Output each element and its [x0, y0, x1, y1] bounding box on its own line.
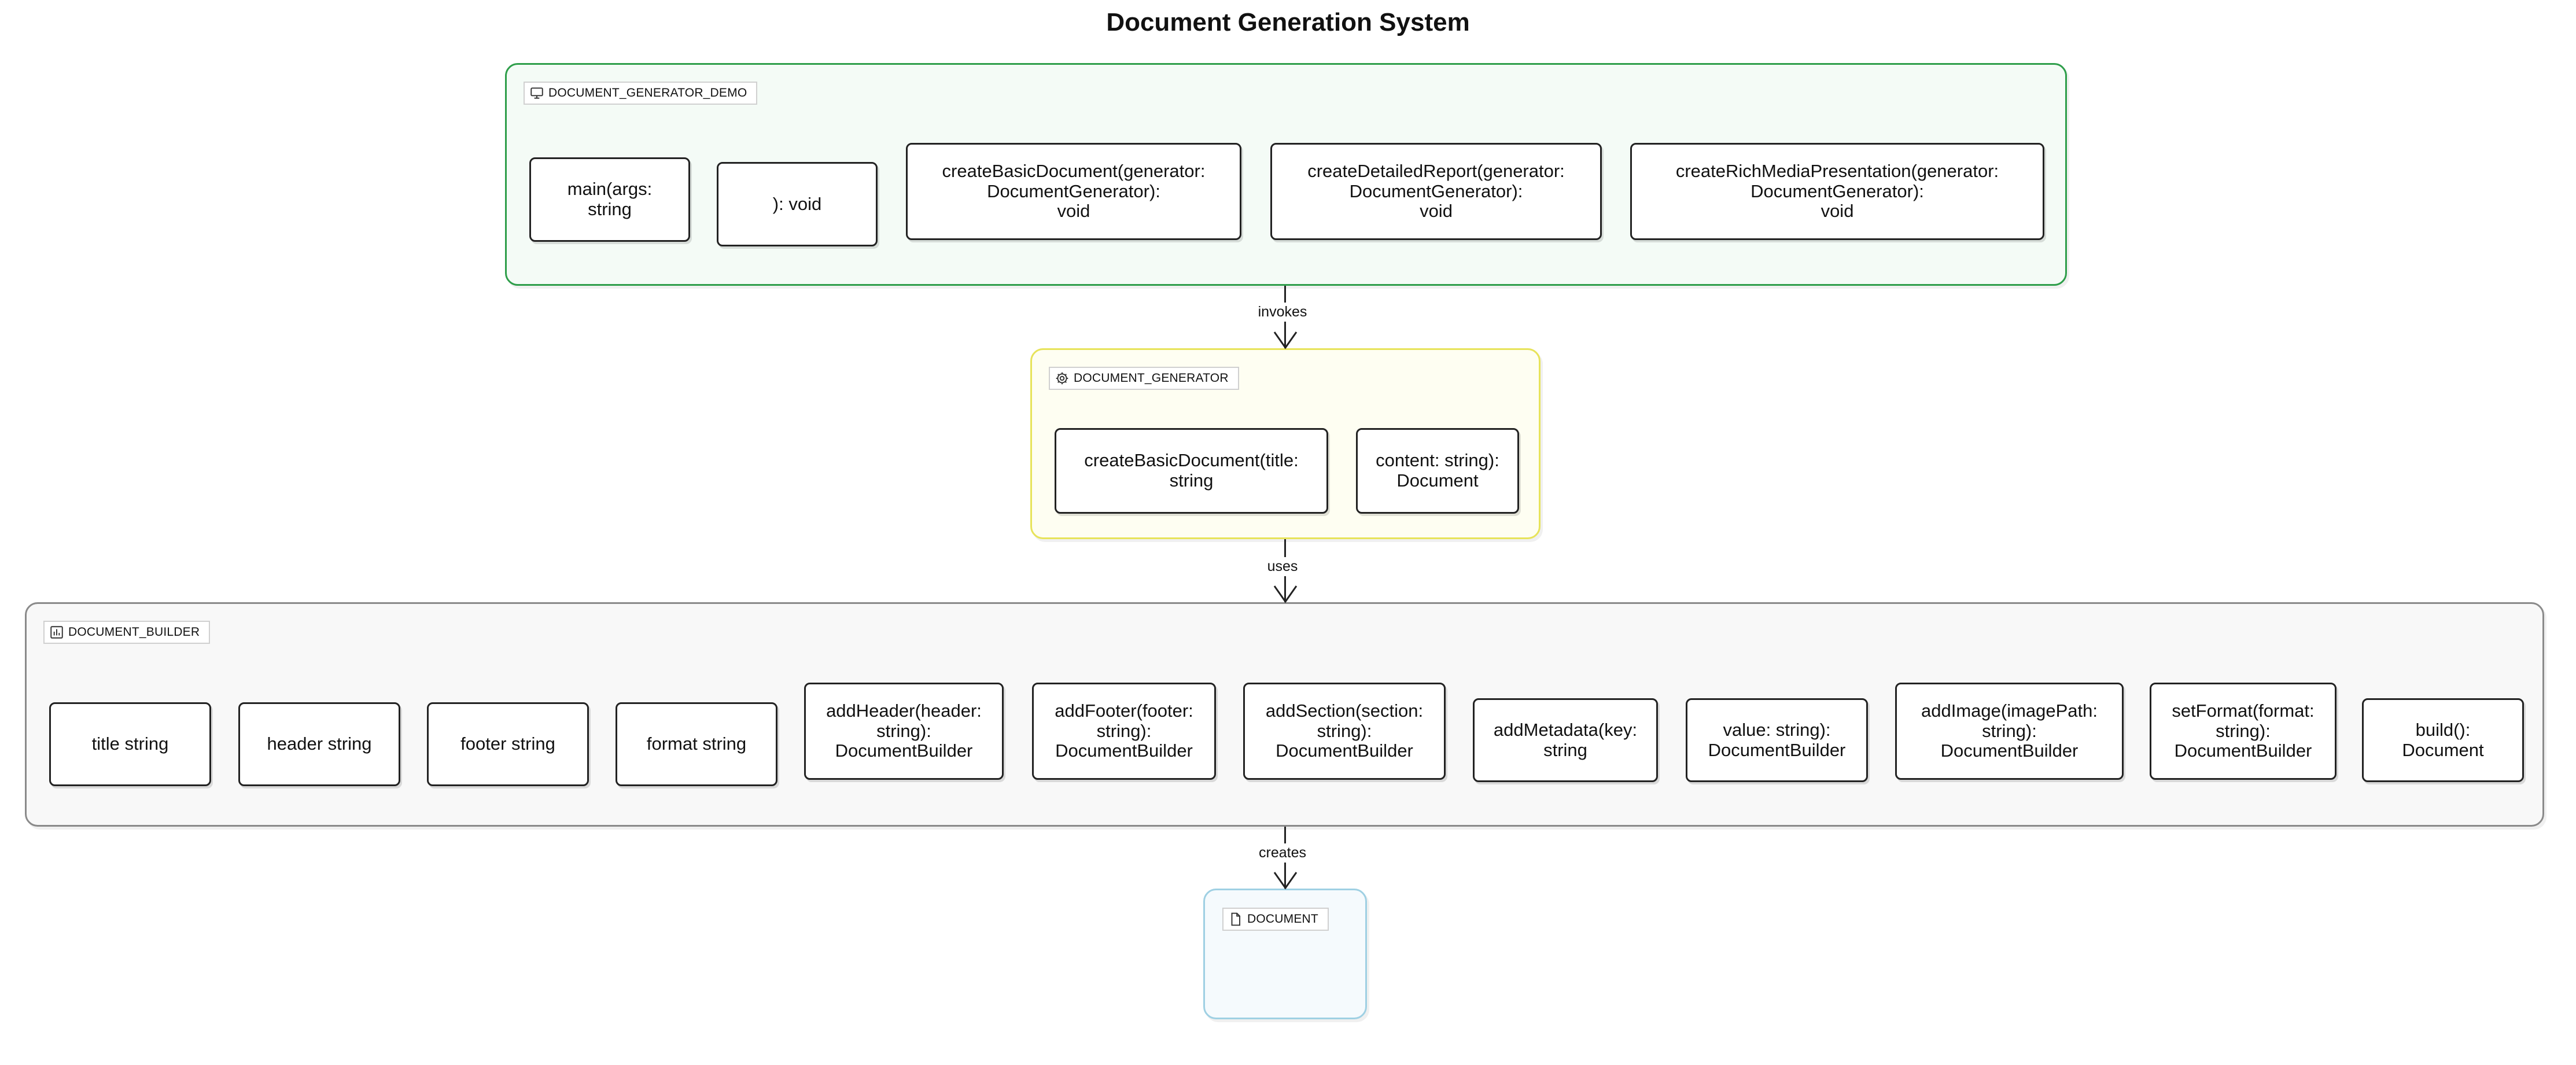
node-title-string[interactable]: title string — [49, 702, 211, 786]
node-create-detailed-report[interactable]: createDetailedReport(generator: Document… — [1270, 143, 1602, 240]
node-format-string[interactable]: format string — [616, 702, 777, 786]
file-icon — [1228, 912, 1243, 927]
group-document-generator-demo: DOCUMENT_GENERATOR_DEMO main(args: strin… — [505, 63, 2067, 286]
node-header-string[interactable]: header string — [238, 702, 400, 786]
node-add-header[interactable]: addHeader(header: string): DocumentBuild… — [804, 683, 1004, 780]
group-label-document: DOCUMENT — [1222, 908, 1329, 931]
node-value-string[interactable]: value: string): DocumentBuilder — [1686, 698, 1868, 782]
gear-icon — [1055, 371, 1070, 386]
node-set-format[interactable]: setFormat(format: string): DocumentBuild… — [2150, 683, 2337, 780]
group-document-builder: DOCUMENT_BUILDER title string header str… — [25, 602, 2544, 827]
edge-invokes-arrowhead — [1273, 331, 1298, 349]
edge-label-invokes: invokes — [1254, 303, 1311, 322]
node-add-footer[interactable]: addFooter(footer: string): DocumentBuild… — [1032, 683, 1216, 780]
chart-icon — [49, 625, 64, 640]
group-label-text: DOCUMENT_BUILDER — [68, 625, 200, 639]
monitor-icon — [529, 86, 544, 101]
node-footer-string[interactable]: footer string — [427, 702, 589, 786]
node-create-basic-document[interactable]: createBasicDocument(generator: DocumentG… — [906, 143, 1241, 240]
node-main-args[interactable]: main(args: string — [529, 157, 690, 242]
node-build[interactable]: build(): Document — [2362, 698, 2524, 782]
group-label-text: DOCUMENT_GENERATOR_DEMO — [548, 86, 747, 100]
group-label-document-generator: DOCUMENT_GENERATOR — [1049, 367, 1239, 390]
edge-label-creates: creates — [1255, 843, 1310, 863]
node-add-section[interactable]: addSection(section: string): DocumentBui… — [1243, 683, 1446, 780]
diagram-title: Document Generation System — [1106, 8, 1470, 36]
edge-label-uses: uses — [1263, 557, 1302, 576]
group-label-document-builder: DOCUMENT_BUILDER — [43, 621, 211, 644]
node-create-basic-document-title[interactable]: createBasicDocument(title: string — [1055, 428, 1328, 514]
group-label-text: DOCUMENT — [1247, 912, 1318, 926]
edge-creates-arrowhead — [1273, 872, 1298, 890]
edge-uses-arrowhead — [1273, 585, 1298, 603]
node-void-return[interactable]: ): void — [717, 162, 878, 246]
group-document: DOCUMENT — [1203, 889, 1367, 1019]
node-add-metadata[interactable]: addMetadata(key: string — [1473, 698, 1658, 782]
node-add-image[interactable]: addImage(imagePath: string): DocumentBui… — [1895, 683, 2124, 780]
group-label-document-generator-demo: DOCUMENT_GENERATOR_DEMO — [524, 82, 758, 105]
group-label-text: DOCUMENT_GENERATOR — [1074, 371, 1229, 385]
node-content-string-document[interactable]: content: string): Document — [1356, 428, 1519, 514]
node-create-rich-media-presentation[interactable]: createRichMediaPresentation(generator: D… — [1630, 143, 2044, 240]
group-document-generator: DOCUMENT_GENERATOR createBasicDocument(t… — [1030, 348, 1541, 539]
